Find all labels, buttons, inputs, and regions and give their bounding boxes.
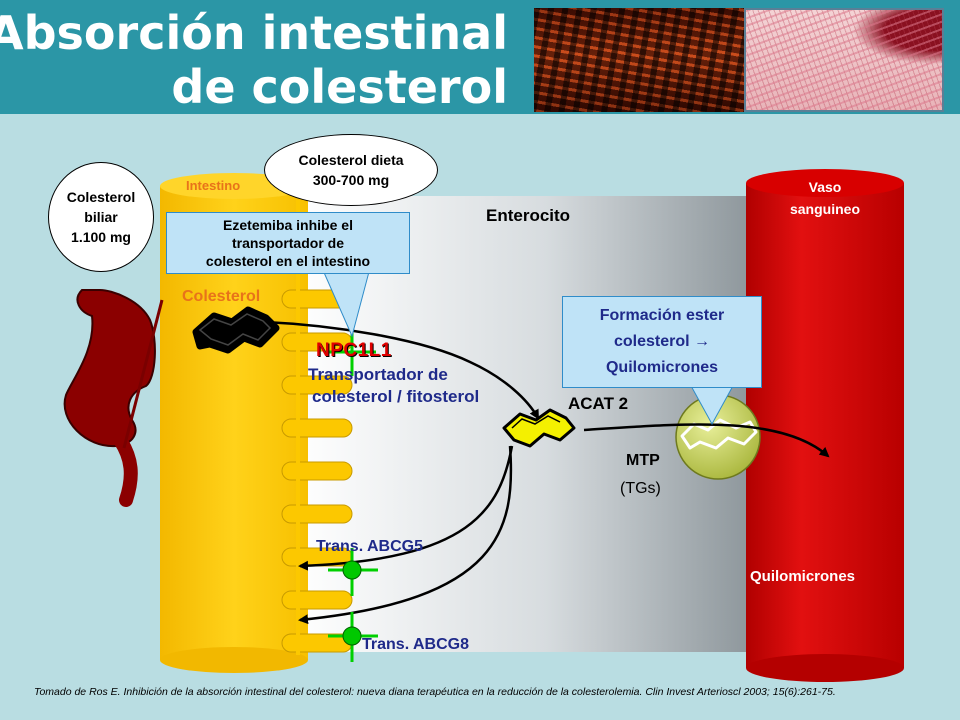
blood-vessel-label-line-2: sanguineo xyxy=(789,201,860,217)
tissue-histology-micrograph xyxy=(744,8,944,112)
formacion-callout-line-1: Formación ester xyxy=(599,307,725,324)
intestine-label: Intestino xyxy=(186,178,241,193)
chylomicron-export-arrow xyxy=(583,423,830,458)
transporter-label-line-1: Transportador de xyxy=(308,365,448,384)
slide-title-line-2: de colesterol xyxy=(171,60,508,114)
formacion-callout: Formación ester colesterol → Quilomicron… xyxy=(562,296,762,388)
absorption-arrow xyxy=(264,320,540,420)
dietary-bubble-line-1: Colesterol dieta xyxy=(298,152,404,168)
chylomicrons-label: Quilomicrones xyxy=(750,568,856,585)
ezetimiba-callout-line-2: transportador de xyxy=(231,235,344,251)
acat2-label: ACAT 2 xyxy=(568,394,629,413)
biliary-bubble-line-1: Colesterol xyxy=(66,189,136,205)
dietary-cholesterol-bubble: Colesterol dieta 300-700 mg xyxy=(264,134,438,206)
abcg5-efflux-arrow xyxy=(298,445,514,571)
abcg8-label: Trans. ABCG8 xyxy=(362,636,469,653)
slide-title-line-1: Absorción intestinal xyxy=(0,6,508,60)
abcg5-label: Trans. ABCG5 xyxy=(316,538,423,555)
stomach-illustration xyxy=(63,289,164,507)
ezetimiba-callout-line-3: colesterol en el intestino xyxy=(205,253,371,269)
enterocyte-label: Enterocito xyxy=(486,206,571,225)
ezetimiba-callout-line-1: Ezetemiba inhibe el xyxy=(223,217,353,233)
biliary-bubble-line-2: biliar xyxy=(84,209,118,225)
formacion-callout-line-3: Quilomicrones xyxy=(605,359,719,376)
dietary-bubble-line-2: 300-700 mg xyxy=(312,172,390,188)
blood-vessel-label: Vaso sanguineo xyxy=(746,176,904,220)
abcg8-efflux-arrow xyxy=(298,445,513,625)
mtp-label: MTP xyxy=(626,452,660,469)
npc1l1-label: NPC1L1 xyxy=(316,340,392,361)
biliary-cholesterol-bubble: Colesterol biliar 1.100 mg xyxy=(48,162,154,272)
tgs-label: (TGs) xyxy=(620,480,661,497)
formacion-callout-line-2: colesterol → xyxy=(613,333,711,350)
intestinal-villi-micrograph xyxy=(534,8,744,112)
source-citation: Tomado de Ros E. Inhibición de la absorc… xyxy=(34,686,836,698)
esterified-cholesterol-molecule xyxy=(680,418,758,450)
transporter-label: Transportador de colesterol / fitosterol xyxy=(308,364,479,408)
ezetimiba-callout: Ezetemiba inhibe el transportador de col… xyxy=(166,212,410,274)
blood-vessel-label-line-1: Vaso xyxy=(808,179,842,195)
cholesterol-label: Colesterol xyxy=(182,288,261,305)
biliary-bubble-line-3: 1.100 mg xyxy=(71,229,131,245)
blood-vessel xyxy=(746,169,904,682)
transporter-label-line-2: colesterol / fitosterol xyxy=(312,387,480,406)
